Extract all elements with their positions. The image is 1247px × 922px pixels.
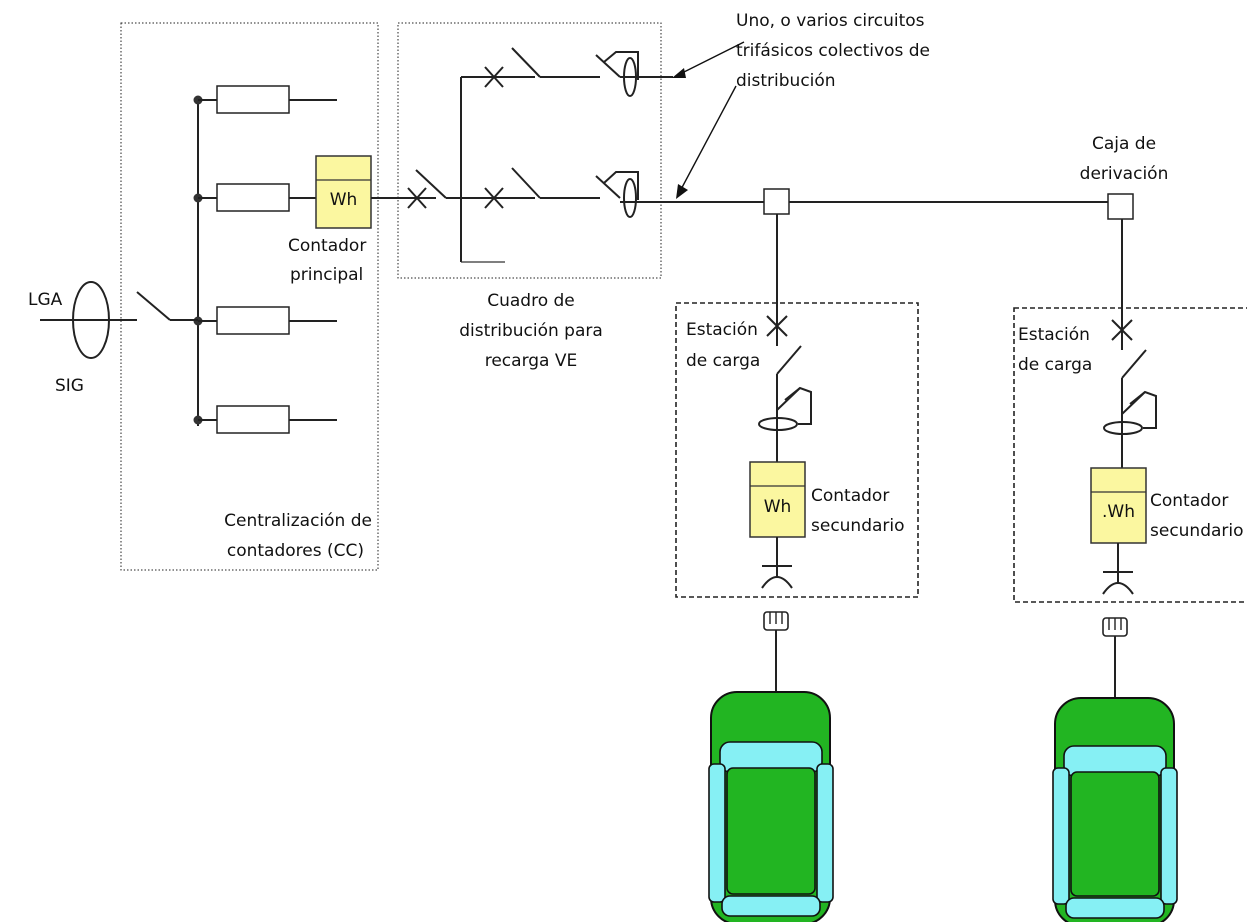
- estacion-2-label-1: Estación: [1018, 325, 1090, 345]
- secundario-2-label-2: secundario: [1150, 521, 1244, 541]
- circuit-a: [461, 47, 673, 97]
- plug-1: [763, 611, 789, 692]
- feed-switch: [415, 169, 447, 199]
- secundario-1-label-1: Contador: [811, 486, 889, 506]
- centralizacion-label-2: contadores (CC): [227, 541, 364, 561]
- main-meter-label: Wh: [330, 190, 358, 210]
- annotation-text-2: trifásicos colectivos de: [736, 41, 930, 61]
- contador-principal-label-2: principal: [290, 265, 363, 285]
- annotation-text-1: Uno, o varios circuitos: [736, 11, 925, 31]
- estacion-1-label-1: Estación: [686, 320, 758, 340]
- centralizacion-box: [120, 22, 379, 571]
- cuadro-label-3: recarga VE: [485, 351, 578, 371]
- meter-row-2: [193, 183, 316, 212]
- station-1-box: [675, 302, 919, 598]
- junction-box-1: [763, 188, 790, 215]
- plug-2: [1102, 617, 1128, 698]
- junction-box-2: [1107, 193, 1134, 220]
- secondary-meter-2: [1090, 467, 1147, 544]
- meter-row-4: [193, 405, 337, 434]
- main-switch: [136, 291, 171, 321]
- main-meter: Wh: [315, 155, 372, 229]
- station-1-circuit: [749, 214, 812, 589]
- cuadro-label-1: Cuadro de: [487, 291, 575, 311]
- secondary-meter-1: [749, 461, 806, 538]
- estacion-2-label-2: de carga: [1018, 355, 1092, 375]
- secundario-2-label-1: Contador: [1150, 491, 1228, 511]
- cuadro-label-2: distribución para: [459, 321, 603, 341]
- caja-label-2: derivación: [1080, 164, 1169, 184]
- secondary-meter-1-label: Wh: [764, 497, 792, 517]
- cuadro-box: [397, 22, 662, 279]
- station-2-box: [1013, 307, 1247, 603]
- contador-principal-label-1: Contador: [288, 236, 366, 256]
- station-2-circuit: [1090, 219, 1157, 595]
- meter-row-3: [193, 306, 337, 335]
- annotation-arrows: [672, 41, 745, 199]
- sig-ellipse: [72, 281, 110, 359]
- meter-row-1: [193, 85, 337, 114]
- car-1: [708, 691, 834, 922]
- estacion-1-label-2: de carga: [686, 351, 760, 371]
- sig-label: SIG: [55, 376, 84, 396]
- lga-label: LGA: [28, 290, 63, 310]
- secondary-meter-2-label: .Wh: [1102, 502, 1135, 522]
- centralizacion-label-1: Centralización de: [224, 511, 372, 531]
- caja-label-1: Caja de: [1092, 134, 1156, 154]
- circuit-b: [461, 167, 639, 218]
- car-2: [1052, 697, 1178, 922]
- secundario-1-label-2: secundario: [811, 516, 905, 536]
- annotation-text-3: distribución: [736, 71, 836, 91]
